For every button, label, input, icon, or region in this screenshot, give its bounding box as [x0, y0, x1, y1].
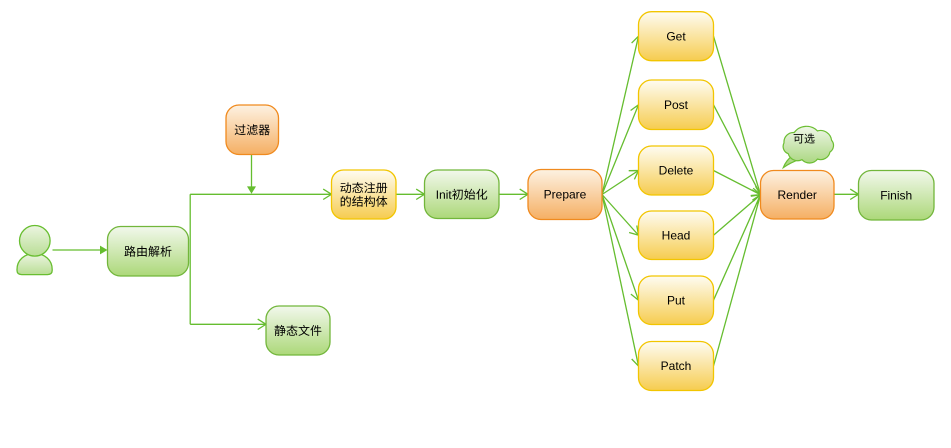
svg-text:Get: Get: [666, 29, 686, 43]
svg-text:Head: Head: [662, 228, 691, 242]
svg-text:Put: Put: [667, 293, 686, 307]
svg-text:Delete: Delete: [659, 164, 694, 178]
svg-text:Patch: Patch: [661, 359, 692, 373]
svg-text:Render: Render: [778, 188, 817, 202]
svg-text:Prepare: Prepare: [544, 188, 587, 202]
svg-text:Post: Post: [664, 98, 689, 112]
svg-text:Finish: Finish: [880, 188, 912, 202]
